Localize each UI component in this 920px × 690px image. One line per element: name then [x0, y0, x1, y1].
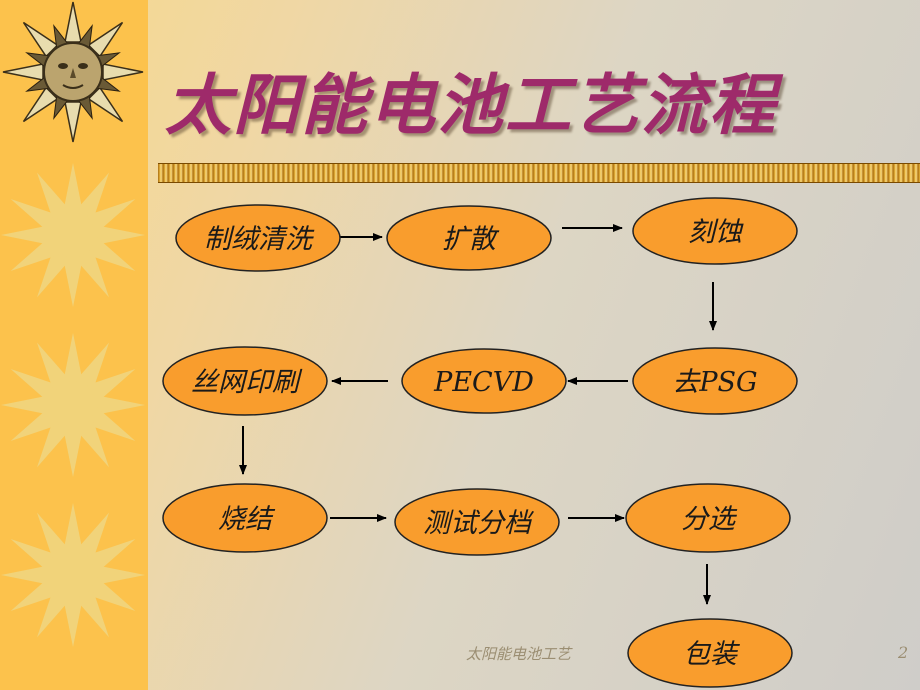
step-label: 烧结: [218, 504, 276, 535]
sun-icon: [1, 503, 145, 647]
step-label: 丝网印刷: [191, 367, 303, 398]
sun-icon: [1, 333, 145, 477]
step-label: 包装: [683, 639, 740, 670]
step-label: 制绒清洗: [204, 224, 315, 255]
flow-step-pecvd: PECVD: [401, 348, 567, 414]
flow-step-testing: 测试分档: [394, 488, 560, 556]
step-label: 刻蚀: [688, 217, 744, 248]
title-divider: [158, 163, 920, 183]
footer-text: 太阳能电池工艺: [466, 645, 572, 663]
sun-face-icon: [2, 1, 144, 143]
step-label: 去PSG: [672, 367, 757, 398]
sidebar-decoration: [0, 0, 148, 690]
page-number: 2: [898, 643, 909, 662]
step-label: PECVD: [433, 367, 534, 398]
step-label: 测试分档: [423, 508, 535, 539]
flow-step-etching: 刻蚀: [632, 197, 798, 265]
flow-step-sintering: 烧结: [162, 483, 328, 553]
slide-title: 太阳能电池工艺流程: [165, 67, 777, 144]
step-label: 分选: [681, 504, 738, 535]
flow-step-screen-print: 丝网印刷: [162, 346, 328, 416]
flow-step-remove-psg: 去PSG: [632, 347, 798, 415]
step-label: 扩散: [442, 224, 500, 255]
flow-step-texturing: 制绒清洗: [175, 204, 341, 272]
flow-step-packaging: 包装: [627, 618, 793, 688]
flow-step-sorting: 分选: [625, 483, 791, 553]
flow-step-diffusion: 扩散: [386, 205, 552, 271]
sun-icon: [1, 163, 145, 307]
